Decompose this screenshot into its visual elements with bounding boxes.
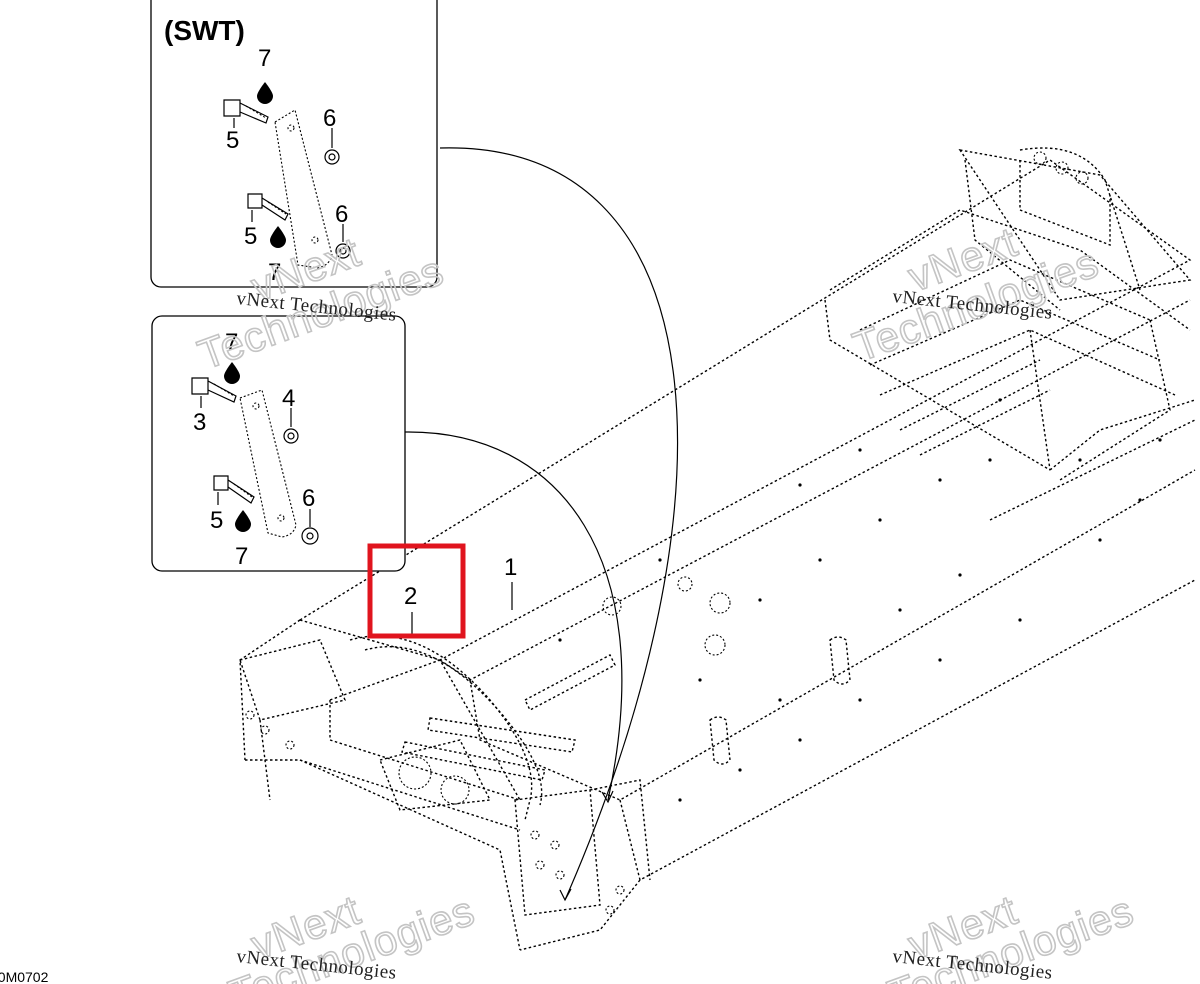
- bolt-icon: [191, 377, 237, 403]
- threadlocker-drop-icon: [257, 82, 273, 104]
- arrow-head: [601, 790, 614, 804]
- watermark: vNext Technologies vNext Technologies: [846, 217, 1105, 371]
- callout-label: 6: [335, 201, 348, 228]
- drawing-code: 30M0702: [0, 969, 49, 984]
- callout-label: 7: [225, 329, 238, 356]
- callout-label: 4: [282, 385, 295, 412]
- threadlocker-drop-icon: [270, 226, 286, 248]
- bolt-icon: [223, 99, 269, 124]
- nut-icon: [335, 243, 351, 259]
- callout-label: 5: [226, 127, 239, 154]
- nut-icon: [324, 149, 340, 165]
- threadlocker-drop-icon: [224, 362, 240, 384]
- rivet-holes: [245, 151, 1162, 915]
- arrow-head: [559, 888, 572, 902]
- callout-label: 5: [210, 507, 223, 534]
- highlight-box[interactable]: [367, 543, 466, 639]
- callout-label: 7: [258, 45, 271, 72]
- callout-label-part-2: 2: [404, 583, 417, 610]
- callout-label: 6: [323, 105, 336, 132]
- callout-label: 7: [268, 259, 281, 286]
- callout-label: 7: [235, 543, 248, 570]
- main-callouts: 1 2: [404, 554, 517, 636]
- nut-icon: [301, 527, 319, 545]
- detail-panel-standard: 7 3 4 5 6 7: [151, 315, 406, 572]
- callout-label: 5: [244, 223, 257, 250]
- callout-label: 3: [193, 409, 206, 436]
- detail-title: (SWT): [164, 15, 245, 46]
- callout-label: 6: [302, 485, 315, 512]
- detail-connectors: [404, 147, 679, 902]
- nut-icon: [283, 428, 299, 444]
- bolt-icon: [213, 475, 255, 504]
- watermark: vNext Technologies vNext Technologies: [222, 885, 481, 984]
- threadlocker-drop-icon: [235, 510, 251, 532]
- watermark: vNext Technologies vNext Technologies: [881, 885, 1140, 984]
- bolt-icon: [247, 193, 289, 221]
- chassis-frame: [239, 147, 1196, 951]
- callout-label-frame: 1: [504, 554, 517, 581]
- detail-panel-swt: (SWT) 7: [150, 0, 438, 288]
